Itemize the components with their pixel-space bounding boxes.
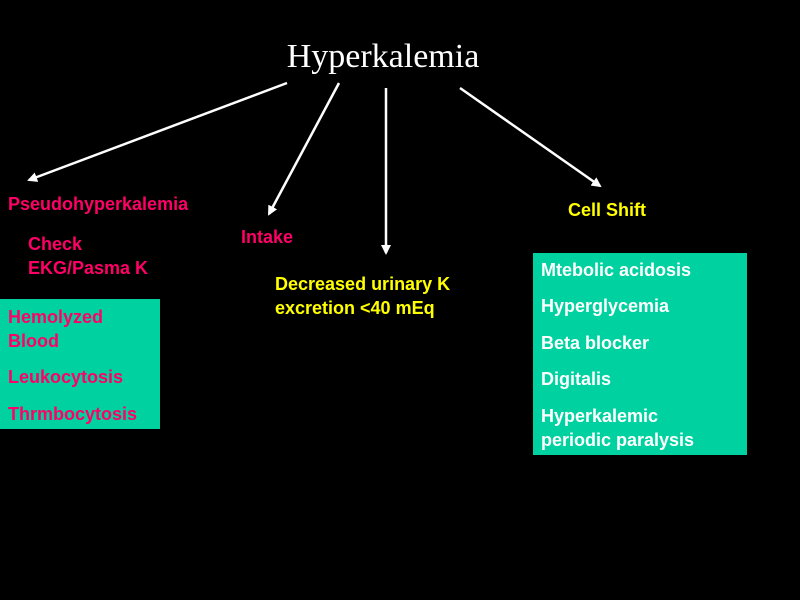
pseudo-cause-hemolyzed: Hemolyzed Blood bbox=[8, 305, 103, 353]
shift-cause-digitalis: Digitalis bbox=[541, 369, 612, 389]
excretion-label: Decreased urinary K excretion <40 mEq bbox=[275, 272, 450, 320]
shift-causes-box: Mtebolic acidosis Hyperglycemia Beta blo… bbox=[533, 253, 747, 455]
shift-cause-hyperglycemia: Hyperglycemia bbox=[541, 296, 670, 316]
pseudo-check-line-2: EKG/Pasma K bbox=[28, 258, 149, 278]
pseudo-cause-thrombocytosis: Thrmbocytosis bbox=[8, 404, 138, 424]
pseudo-label: Pseudohyperkalemia bbox=[8, 194, 189, 214]
shift-cause-metabolic-acidosis: Mtebolic acidosis bbox=[541, 260, 692, 280]
arrow-to-pseudo bbox=[27, 81, 288, 182]
excretion-label-line-1: Decreased urinary K bbox=[275, 274, 451, 294]
shift-label: Cell Shift bbox=[568, 200, 647, 220]
pseudo-check-line-1: Check bbox=[28, 234, 83, 254]
intake-label: Intake bbox=[241, 227, 294, 247]
arrow-to-intake bbox=[267, 82, 341, 216]
excretion-label-line-2: excretion <40 mEq bbox=[275, 298, 435, 318]
pseudo-causes-box: Hemolyzed Blood Leukocytosis Thrmbocytos… bbox=[0, 299, 160, 429]
pseudo-cause-hemolyzed-line-1: Hemolyzed bbox=[8, 307, 104, 327]
pseudo-cause-leukocytosis: Leukocytosis bbox=[8, 367, 124, 387]
shift-cause-periodic-paralysis: Hyperkalemic periodic paralysis bbox=[541, 404, 694, 452]
pseudo-check-text: Check EKG/Pasma K bbox=[28, 232, 148, 280]
shift-cause-beta-blocker: Beta blocker bbox=[541, 333, 650, 353]
shift-cause-periodic-paralysis-line-1: Hyperkalemic bbox=[541, 406, 659, 426]
arrow-to-shift bbox=[459, 86, 602, 188]
diagram-title: Hyperkalemia bbox=[286, 38, 480, 75]
pseudo-cause-hemolyzed-line-2: Blood bbox=[8, 331, 59, 351]
shift-cause-periodic-paralysis-line-2: periodic paralysis bbox=[541, 430, 695, 450]
